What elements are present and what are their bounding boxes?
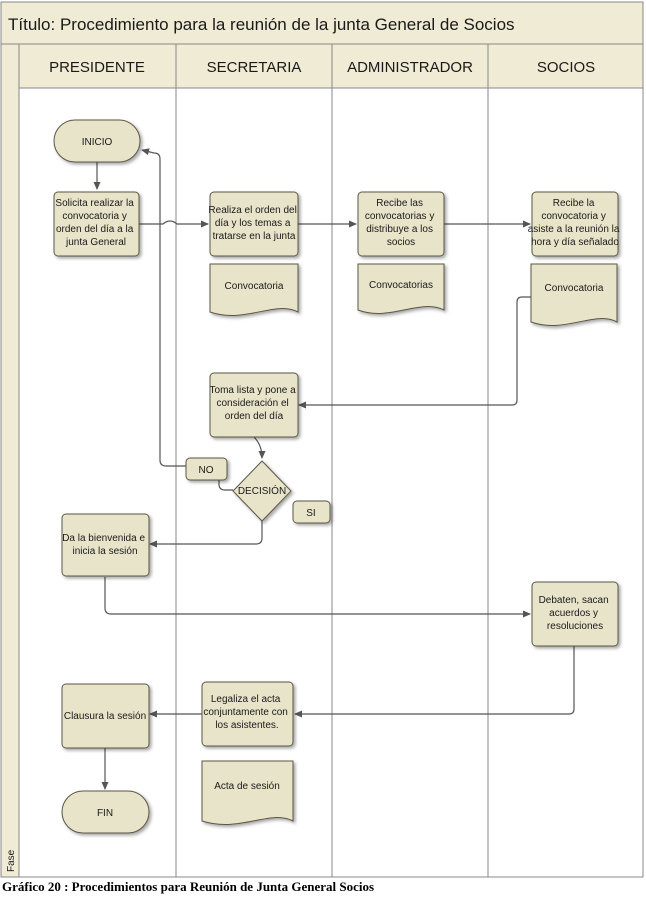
realiza-label: Realiza el orden del día y los temas a t… <box>208 205 299 242</box>
lane-header-secretaria: SECRETARIA <box>207 59 302 76</box>
lane-header-socios: SOCIOS <box>537 59 595 76</box>
decision-diamond <box>232 460 292 522</box>
arrow-solicita-to-realiza <box>139 220 209 228</box>
arrow-toma-lista-to-decision <box>253 436 266 459</box>
inicio-terminal <box>53 119 141 163</box>
arrow-decision-si-to-bienvenida <box>149 521 263 548</box>
no-label-box <box>185 457 228 481</box>
recibe-label: Recibe las convocatorias y distribuye a … <box>365 198 437 248</box>
solicita-label: Solicita realizar la convocatoria y orde… <box>55 198 136 248</box>
title-bar <box>0 1 644 45</box>
phase-label: Fase <box>6 849 17 872</box>
lane-header-presidente: PRESIDENTE <box>49 59 145 76</box>
lane-header-administrador: ADMINISTRADOR <box>347 59 473 76</box>
recibe-socios-label: Recibe la convocatoria y asiste a la reu… <box>528 198 623 248</box>
acta-label: Acta de sesión <box>214 781 280 792</box>
arrow-debaten-to-legaliza <box>294 646 575 718</box>
convocatoria-document-socios <box>530 263 618 326</box>
recibe-socios-process <box>531 191 619 257</box>
toma-lista-process <box>209 372 299 438</box>
convocatoria-secretaria-label: Convocatoria <box>225 281 284 292</box>
legaliza-process <box>201 681 294 747</box>
no-label: NO <box>199 465 214 476</box>
convocatorias-document-administrador <box>357 263 445 314</box>
arrow-socios-to-toma-lista <box>298 296 531 409</box>
lane-header-bar <box>18 43 644 89</box>
figure-caption: Gráfico 20 : Procedimientos para Reunión… <box>2 879 375 894</box>
bienvenida-label: Da la bienvenida e inicia la sesión <box>62 533 148 557</box>
inicio-label: INICIO <box>82 137 113 148</box>
phase-column <box>0 43 20 878</box>
arrow-bienvenida-to-debaten <box>104 577 531 618</box>
flowchart-diagram: Título: Procedimiento para la reunión de… <box>0 1 644 878</box>
fin-terminal <box>61 790 150 834</box>
fin-label: FIN <box>97 808 113 819</box>
clausura-process <box>61 683 150 749</box>
debaten-process <box>531 581 619 647</box>
legaliza-label: Legaliza el acta conjuntamente con los a… <box>203 694 290 731</box>
convocatoria-socios-label: Convocatoria <box>545 283 604 294</box>
solicita-process <box>53 191 140 257</box>
debaten-label: Debaten, sacan acuerdos y resoluciones <box>539 595 612 632</box>
convocatorias-administrador-label: Convocatorias <box>369 280 433 291</box>
convocatoria-document-secretaria <box>209 263 299 316</box>
acta-document <box>201 760 294 825</box>
toma-lista-label: Toma lista y pone a consideración el ord… <box>210 385 299 422</box>
bienvenida-process <box>61 513 150 577</box>
si-label-box <box>292 500 331 524</box>
clausura-label: Clausura la sesión <box>64 711 146 722</box>
recibe-process <box>357 191 445 257</box>
diagram-title: Título: Procedimiento para la reunión de… <box>8 15 515 34</box>
si-label: SI <box>306 508 315 519</box>
decision-label: DECISIÓN <box>238 484 286 497</box>
realiza-process <box>209 191 299 257</box>
